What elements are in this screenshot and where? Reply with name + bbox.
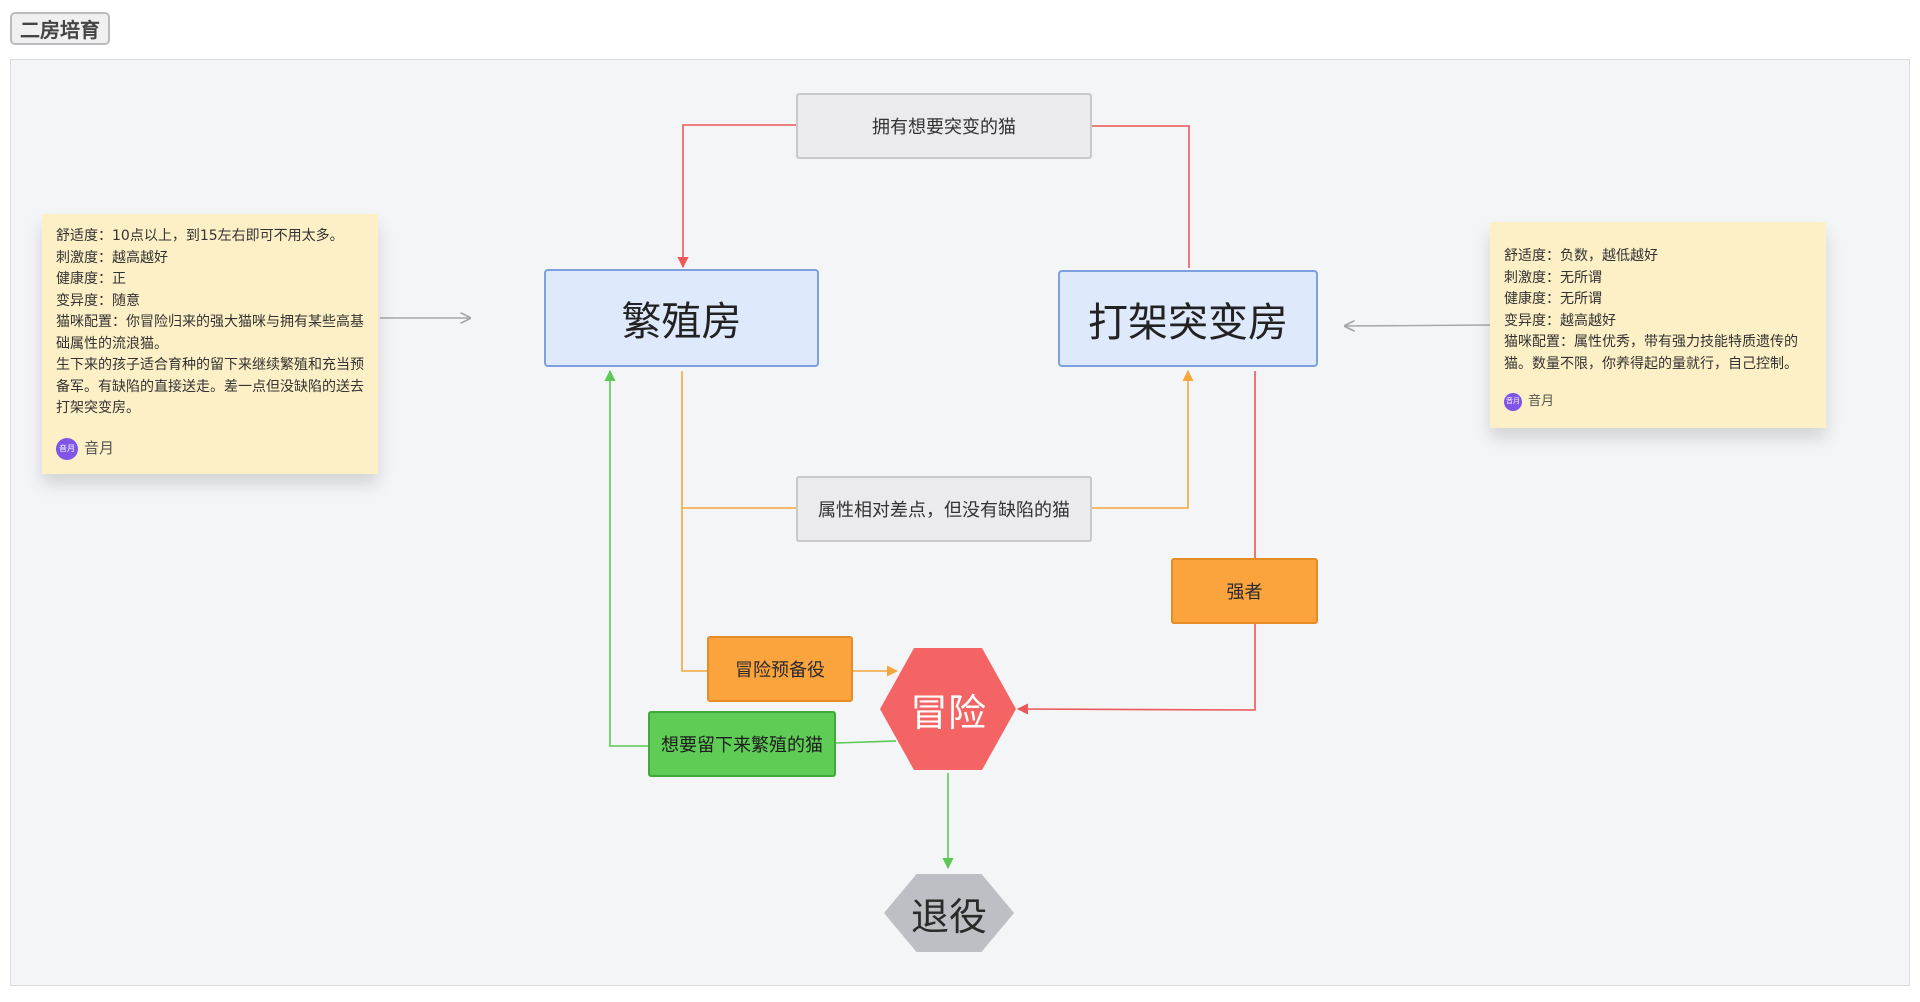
node-adventure-reserve[interactable]: 冒险预备役 bbox=[707, 636, 853, 702]
note-line: 舒适度：10点以上，到15左右即可不用太多。 bbox=[56, 228, 344, 244]
note-line: 变异度：随意 bbox=[56, 292, 140, 309]
node-strong[interactable]: 强者 bbox=[1171, 558, 1318, 624]
node-keep-breeding-cat[interactable]: 想要留下来繁殖的猫 bbox=[648, 711, 836, 777]
note-author: 音月 音月 bbox=[56, 437, 364, 460]
note-line: 猫咪配置：属性优秀，带有强力技能特质遗传的猫。数量不限，你养得起的量就行，自己控… bbox=[1504, 334, 1798, 372]
sticky-note-fight-room[interactable]: 舒适度：负数，越低越好 刺激度：无所谓 健康度：无所谓 变异度：越高越好 猫咪配… bbox=[1490, 222, 1826, 428]
note-line: 生下来的孩子适合育种的留下来继续繁殖和充当预备军。有缺陷的直接送走。差一点但没缺… bbox=[56, 357, 364, 416]
note-line: 变异度：越高越好 bbox=[1504, 312, 1616, 329]
note-line: 刺激度：无所谓 bbox=[1504, 269, 1602, 286]
avatar: 音月 bbox=[1504, 392, 1522, 411]
node-fight-mutation-room[interactable]: 打架突变房 bbox=[1058, 270, 1318, 367]
node-retire[interactable]: 退役 bbox=[884, 874, 1014, 952]
note-line: 刺激度：越高越好 bbox=[56, 249, 168, 266]
note-line: 舒适度：负数，越低越好 bbox=[1504, 248, 1658, 264]
node-breeding-room[interactable]: 繁殖房 bbox=[544, 269, 819, 367]
page-title[interactable]: 二房培育 bbox=[10, 12, 110, 45]
node-mutation-cat[interactable]: 拥有想要突变的猫 bbox=[796, 93, 1092, 159]
note-line: 健康度：无所谓 bbox=[1504, 291, 1602, 307]
avatar: 音月 bbox=[56, 437, 78, 460]
author-name: 音月 bbox=[1528, 394, 1555, 409]
note-author: 音月 音月 bbox=[1504, 391, 1812, 413]
note-line: 猫咪配置：你冒险归来的强大猫咪与拥有某些高基础属性的流浪猫。 bbox=[56, 314, 364, 352]
node-weaker-cat[interactable]: 属性相对差点，但没有缺陷的猫 bbox=[796, 476, 1092, 542]
author-name: 音月 bbox=[84, 438, 115, 457]
node-adventure[interactable]: 冒险 bbox=[880, 648, 1016, 770]
sticky-note-breeding-room[interactable]: 舒适度：10点以上，到15左右即可不用太多。 刺激度：越高越好 健康度：正 变异… bbox=[42, 214, 378, 474]
note-line: 健康度：正 bbox=[56, 271, 126, 287]
